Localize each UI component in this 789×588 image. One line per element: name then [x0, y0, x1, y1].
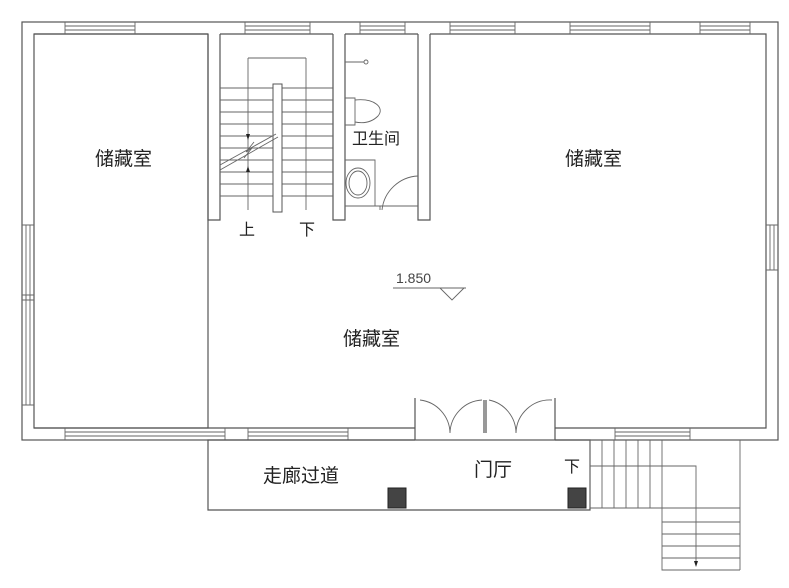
room-label-storage-left: 储藏室 [95, 148, 152, 170]
room-label-bathroom: 卫生间 [352, 129, 400, 148]
pillar [387, 487, 407, 509]
elevation-marker: 1.850 [393, 270, 466, 301]
interior-walls [207, 34, 431, 221]
exterior-stairs [589, 440, 741, 571]
bathroom-fixtures [345, 59, 419, 211]
stair-label-down: 下 [299, 220, 315, 239]
entrance-doors [207, 398, 591, 511]
entry-stair-label-down: 下 [564, 457, 580, 476]
pillar [567, 487, 587, 509]
room-label-storage-center: 储藏室 [343, 328, 400, 350]
windows [22, 22, 778, 440]
elevation-value: 1.850 [396, 270, 431, 286]
room-label-storage-right: 储藏室 [565, 148, 622, 170]
room-label-corridor: 走廊过道 [263, 465, 339, 487]
stair-label-up: 上 [239, 220, 255, 239]
room-label-foyer: 门厅 [474, 459, 512, 481]
staircase [219, 57, 333, 213]
exterior-walls [21, 21, 779, 441]
